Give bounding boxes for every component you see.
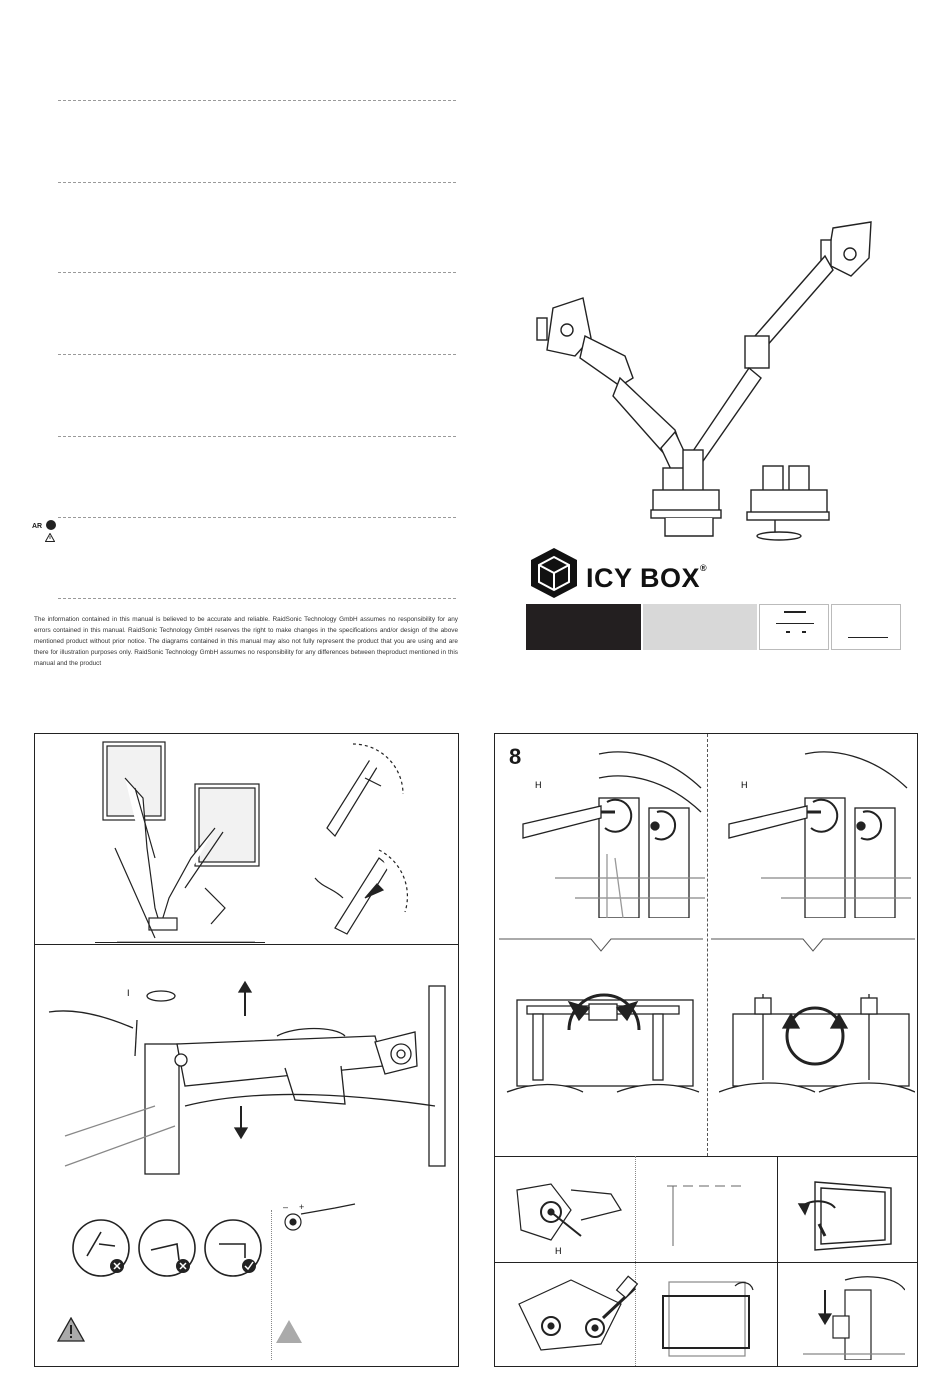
illustration-monitor-rotate bbox=[795, 1174, 905, 1254]
illustration-monitor-outline bbox=[661, 1176, 751, 1256]
orientation-options bbox=[69, 1214, 269, 1284]
chevron-down-icon bbox=[499, 937, 703, 955]
bar-dots bbox=[786, 631, 806, 633]
section-divider bbox=[495, 1156, 917, 1157]
svg-text:–: – bbox=[283, 1202, 288, 1212]
tension-screw-icon: – + bbox=[275, 1196, 375, 1236]
brand-bar-gray bbox=[643, 604, 757, 650]
caution-icon bbox=[275, 1319, 303, 1344]
illustration-vesa-tighten: H bbox=[511, 1180, 631, 1260]
brand-name: ICY BOX® bbox=[586, 563, 707, 594]
step-number: 8 bbox=[509, 744, 522, 769]
short-divider bbox=[95, 942, 265, 943]
illustration-arm-detail bbox=[313, 738, 433, 938]
bar-line bbox=[784, 611, 806, 613]
warning-icon bbox=[45, 533, 55, 542]
grid-line bbox=[495, 1262, 917, 1263]
warning-icon bbox=[57, 1317, 85, 1342]
language-code: AR bbox=[32, 523, 43, 530]
illustration-height-adjust-left: H bbox=[515, 748, 705, 918]
tool-label-h: H bbox=[555, 1246, 562, 1256]
grid-line bbox=[777, 1156, 778, 1366]
dashed-divider-6 bbox=[58, 517, 456, 518]
dashed-divider-1 bbox=[58, 100, 456, 101]
illustration-tension-adjust: I bbox=[45, 956, 455, 1176]
product-illustration bbox=[525, 218, 905, 548]
illustration-monitor-frame bbox=[655, 1276, 765, 1362]
instruction-panel-left: I bbox=[34, 733, 459, 1367]
illustration-height-adjust-right: H bbox=[721, 748, 911, 918]
disclaimer-text: The information contained in this manual… bbox=[34, 616, 458, 667]
brand-bar-box-1 bbox=[759, 604, 829, 650]
illustration-cable-management bbox=[95, 738, 275, 943]
dashed-divider-4 bbox=[58, 354, 456, 355]
svg-text:+: + bbox=[299, 1202, 304, 1212]
dashed-divider-7 bbox=[58, 598, 456, 599]
grid-line-dotted bbox=[635, 1156, 636, 1366]
illustration-vesa-screws bbox=[511, 1274, 651, 1360]
vertical-divider bbox=[271, 1210, 272, 1360]
instruction-panel-right: 8 H bbox=[494, 733, 918, 1367]
center-dashed-divider bbox=[707, 734, 708, 1156]
illustration-arms-up bbox=[503, 984, 703, 1104]
tool-label-h: H bbox=[535, 780, 542, 790]
tool-label-i: I bbox=[127, 988, 130, 998]
registered-mark: ® bbox=[700, 563, 708, 573]
brand-bar-dark bbox=[526, 604, 641, 650]
dashed-divider-3 bbox=[58, 272, 456, 273]
dashed-divider-5 bbox=[58, 436, 456, 437]
brand-name-text: ICY BOX bbox=[586, 563, 701, 593]
info-icon bbox=[46, 520, 56, 530]
tool-label-h: H bbox=[741, 780, 748, 790]
illustration-cable-clip bbox=[795, 1270, 905, 1360]
panel-divider bbox=[35, 944, 458, 945]
illustration-arms-rotate bbox=[719, 984, 915, 1104]
bar-line bbox=[848, 637, 888, 638]
chevron-down-icon bbox=[711, 937, 915, 955]
bar-line bbox=[776, 623, 814, 624]
brand-bar-box-2 bbox=[831, 604, 901, 650]
dashed-divider-2 bbox=[58, 182, 456, 183]
brand-logo-cube-icon bbox=[529, 547, 579, 599]
